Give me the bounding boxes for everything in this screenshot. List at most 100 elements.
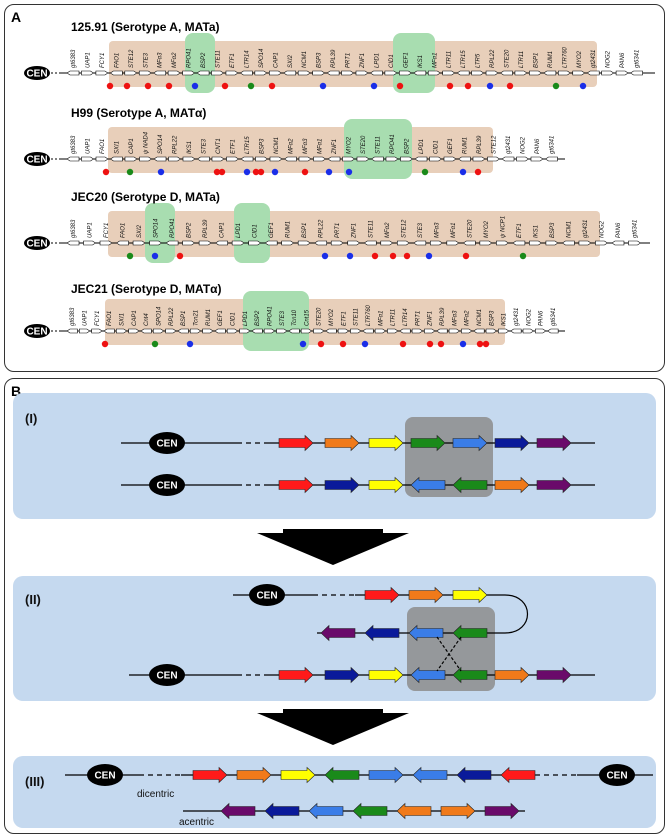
- gene-label: RPL22: [490, 49, 496, 68]
- gene-label: IKS1: [533, 225, 539, 238]
- gene-label: MFα2: [385, 222, 391, 238]
- gene-label: STE20: [467, 219, 473, 238]
- gene-arrow: [484, 802, 520, 820]
- gene-arrow: [355, 70, 369, 76]
- gene-arrow: [189, 328, 202, 334]
- gene-label: SPO14: [157, 306, 163, 326]
- gene-arrow: [198, 240, 212, 246]
- gene-arrow: [281, 240, 295, 246]
- marker-dot: [218, 168, 226, 176]
- marker-dot: [257, 168, 265, 176]
- step-background-i: [13, 393, 656, 519]
- gene-arrow: [601, 70, 615, 76]
- centromere-oval: [599, 764, 635, 786]
- gene-arrow: [324, 666, 360, 684]
- gene-arrow: [138, 70, 152, 76]
- gene-label: SXI1: [115, 141, 121, 154]
- gene-label: STE20: [505, 49, 511, 68]
- gene-label: PRT1: [415, 311, 421, 326]
- gene-label: Tcn10: [292, 309, 298, 326]
- gene-arrow: [595, 240, 608, 246]
- gene-arrow: [461, 328, 473, 334]
- gene-arrow: [545, 240, 559, 246]
- marker-dot: [396, 82, 404, 90]
- gene-label: LTR15: [461, 50, 467, 68]
- gene-label: MFα3: [452, 310, 458, 326]
- gene-arrow: [182, 70, 196, 76]
- gene-arrow: [442, 70, 456, 76]
- gene-label: STE11: [216, 50, 222, 68]
- gene-label: ZNF1: [360, 53, 366, 69]
- gene-arrow: [325, 328, 337, 334]
- gene-label: RPO41: [267, 306, 273, 326]
- gene-label: BSP3: [489, 310, 495, 326]
- gene-arrow: [572, 70, 586, 76]
- gene-arrow: [182, 240, 196, 246]
- gene-label: NOG2: [606, 50, 612, 68]
- centromere-label: CEN: [26, 69, 47, 80]
- gene-arrow: [278, 434, 314, 452]
- marker-dot: [361, 340, 369, 348]
- gene-label: STE12: [401, 219, 407, 238]
- gene-arrow: [313, 156, 327, 162]
- gene-arrow: [436, 328, 448, 334]
- gene-label: BSP2: [405, 138, 411, 154]
- gene-arrow: [411, 328, 424, 334]
- mat-locus-region: [109, 41, 597, 87]
- gene-label: RPO41: [187, 48, 193, 68]
- gene-label: PAN6: [539, 310, 545, 326]
- gene-arrow: [337, 328, 350, 334]
- gene-label: LPD1: [243, 311, 249, 326]
- gene-label: STE12: [492, 135, 498, 154]
- marker-dot: [426, 340, 434, 348]
- gene-label: STE11: [354, 308, 360, 326]
- gene-arrow: [139, 156, 153, 162]
- gene-label: PRT1: [335, 223, 341, 238]
- green-highlight-region: [243, 291, 309, 351]
- gene-label: GEF1: [269, 222, 275, 238]
- gene-arrow: [226, 156, 240, 162]
- gene-arrow: [312, 70, 326, 76]
- gene-arrow: [231, 240, 245, 246]
- gene-label: MFα1: [378, 311, 384, 326]
- marker-dot: [389, 252, 397, 260]
- centromere-label: CEN: [26, 327, 47, 338]
- gene-arrow: [586, 70, 600, 76]
- gene-label: NOG2: [526, 308, 532, 326]
- gene-label: LTR760: [366, 304, 372, 326]
- gene-label: Tcn21: [193, 310, 199, 326]
- panel-a-label: A: [11, 9, 22, 25]
- gene-label: MYO2: [347, 136, 353, 154]
- gene-arrow: [364, 586, 400, 604]
- crossover-line: [436, 636, 462, 672]
- centromere-label: CEN: [26, 239, 47, 250]
- gene-label: BSP3: [317, 52, 323, 68]
- gene-label: CID1: [389, 54, 395, 68]
- gene-arrow: [320, 624, 356, 642]
- gene-label: FAO1: [121, 223, 127, 238]
- gene-label: NCM1: [477, 309, 483, 326]
- gene-arrow: [547, 328, 559, 334]
- gene-label: RPL22: [173, 135, 179, 154]
- gene-label: MFα1: [451, 223, 457, 238]
- gene-arrow: [370, 156, 384, 162]
- gene-arrow: [128, 328, 140, 334]
- gene-label: STE20: [361, 135, 367, 154]
- gene-arrow: [457, 156, 471, 162]
- gene-label: STE3: [418, 222, 424, 238]
- marker-dot: [579, 82, 587, 90]
- gene-arrow: [628, 240, 642, 246]
- green-highlight-region: [185, 33, 215, 93]
- gene-arrow: [268, 70, 282, 76]
- gene-label: LTR760: [562, 46, 568, 68]
- marker-dot: [247, 82, 255, 90]
- gene-arrow: [280, 766, 316, 784]
- gene-arrow: [485, 328, 498, 334]
- gene-arrow: [324, 434, 360, 452]
- gene-arrow: [479, 240, 493, 246]
- marker-dot: [345, 168, 353, 176]
- gene-arrow: [215, 240, 228, 246]
- marker-dot: [221, 82, 229, 90]
- gene-label: PRT1: [346, 53, 352, 68]
